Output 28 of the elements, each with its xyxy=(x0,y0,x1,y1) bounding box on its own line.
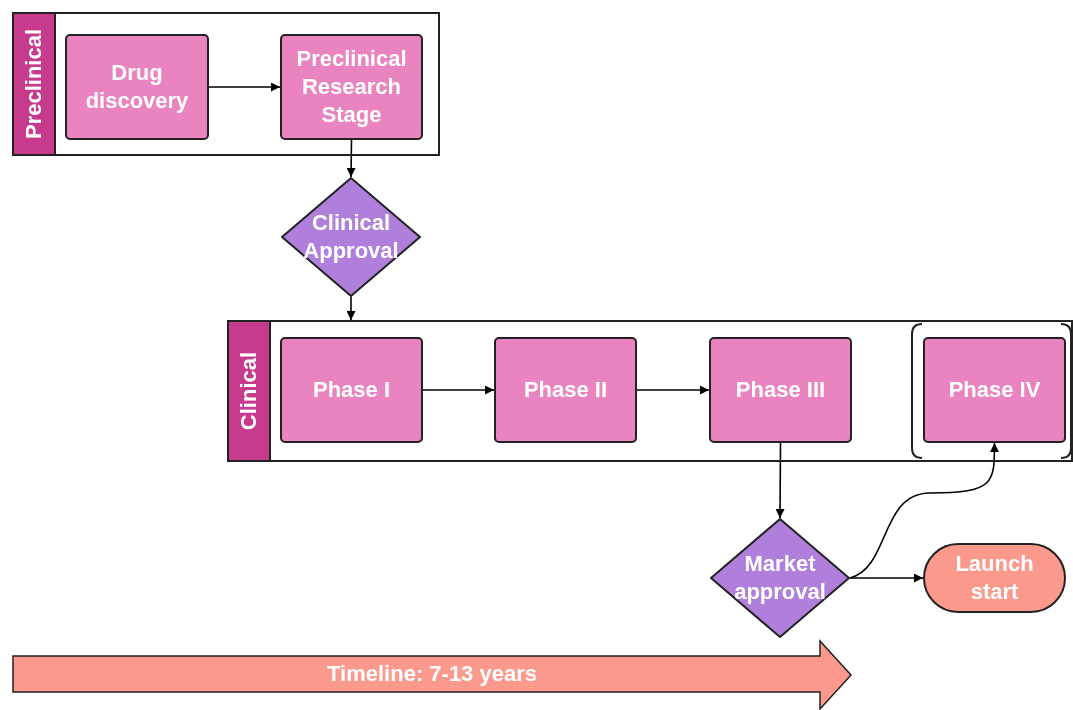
arrow xyxy=(775,442,785,519)
process-box xyxy=(709,337,852,443)
process-box xyxy=(280,34,423,140)
node-label: Market approval xyxy=(733,550,827,606)
arrow xyxy=(346,139,356,178)
group-panel xyxy=(12,12,440,156)
arrow xyxy=(849,573,924,583)
group-title: Clinical xyxy=(236,351,262,431)
node-label: Phase IV xyxy=(947,376,1042,404)
node-label: Phase I xyxy=(311,376,391,404)
node-label: Launch start xyxy=(954,550,1035,606)
node-label: Drug discovery xyxy=(84,59,190,115)
arrow xyxy=(346,296,356,321)
group-panel xyxy=(227,320,1073,462)
arrow xyxy=(636,385,710,395)
node-label: Clinical Approval xyxy=(302,209,400,265)
arrow xyxy=(849,442,999,579)
node-label: Phase III xyxy=(734,376,827,404)
process-box xyxy=(923,337,1066,443)
process-box xyxy=(65,34,209,140)
node-label: Timeline: 7-13 years xyxy=(327,660,537,688)
node-label: Preclinical Research Stage xyxy=(295,45,408,129)
arrow xyxy=(208,82,281,92)
group-title: Preclinical xyxy=(21,28,47,140)
process-box xyxy=(280,337,423,443)
process-box xyxy=(494,337,637,443)
node-label: Phase II xyxy=(522,376,609,404)
arrow xyxy=(422,385,495,395)
